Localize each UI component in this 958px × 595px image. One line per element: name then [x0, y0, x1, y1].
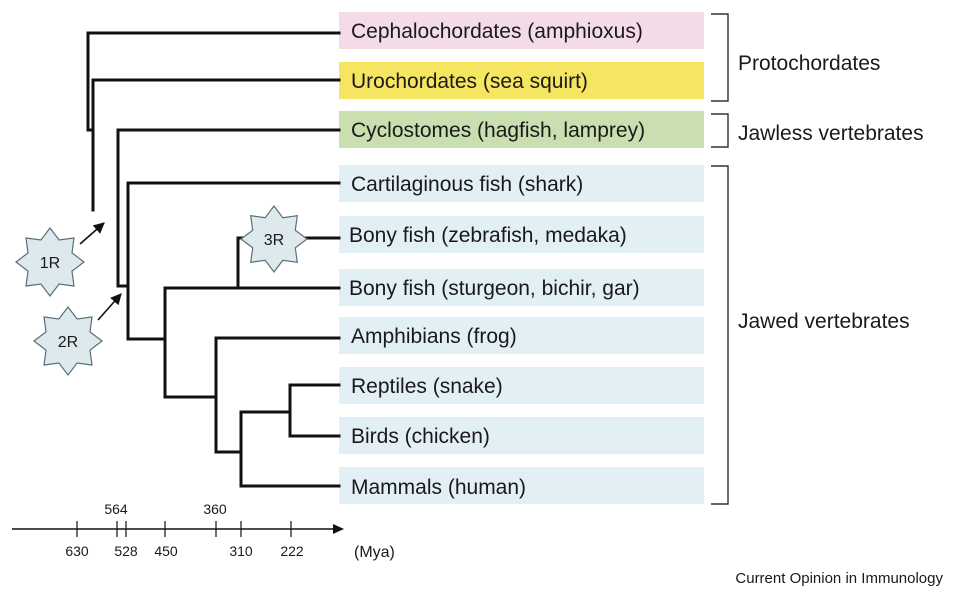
taxon-box	[339, 417, 704, 454]
branch-reptiles	[288, 383, 341, 438]
branch-urochordates	[91, 78, 341, 132]
taxon-box	[339, 317, 704, 354]
taxon-label: Cephalochordates (amphioxus)	[351, 20, 643, 43]
timeline-ticks	[76, 521, 292, 537]
taxon-label: Reptiles (snake)	[351, 375, 503, 398]
taxon-box	[339, 12, 704, 49]
tick-label: 528	[114, 543, 138, 559]
duplication-markers: 1R 2R 3R	[15, 205, 308, 376]
taxon-bony-fish-basal: Bony fish (sturgeon, bichir, gar)	[339, 269, 704, 306]
taxon-box	[339, 165, 704, 202]
taxon-box	[339, 367, 704, 404]
taxon-label: Bony fish (sturgeon, bichir, gar)	[349, 277, 640, 300]
duplication-2r: 2R	[33, 293, 122, 376]
timeline-unit-label: (Mya)	[354, 544, 395, 561]
octagram-badge-2r	[33, 306, 103, 376]
tick-label: 360	[203, 501, 227, 517]
tick-label: 630	[65, 543, 89, 559]
tick-label: 310	[229, 543, 253, 559]
group-label-jawless-vertebrates: Jawless vertebrates	[738, 122, 924, 145]
duplication-1r: 1R	[15, 222, 105, 297]
arrow-1r	[79, 222, 105, 245]
tick-label: 450	[154, 543, 178, 559]
octagram-badge-3r	[240, 205, 308, 273]
taxon-box	[339, 467, 704, 504]
taxon-label: Bony fish (zebrafish, medaka)	[349, 224, 627, 247]
taxon-box	[339, 62, 704, 99]
taxon-label: Birds (chicken)	[351, 425, 490, 448]
taxon-birds: Birds (chicken)	[339, 417, 704, 454]
group-label-protochordates: Protochordates	[738, 52, 880, 75]
timeline-arrowhead	[333, 524, 344, 534]
taxon-label: Urochordates (sea squirt)	[351, 70, 588, 93]
taxon-label: Cartilaginous fish (shark)	[351, 173, 583, 196]
taxon-box	[339, 111, 704, 148]
bracket-protochordates	[711, 13, 729, 102]
taxon-cartilaginous-fish: Cartilaginous fish (shark)	[339, 165, 704, 202]
phylogenetic-tree	[86, 31, 341, 488]
taxon-mammals: Mammals (human)	[339, 467, 704, 504]
branch-cyclostomes	[116, 128, 341, 288]
taxon-cephalochordates: Cephalochordates (amphioxus)	[339, 12, 704, 49]
taxon-label: Amphibians (frog)	[351, 325, 517, 348]
arrow-2r	[97, 293, 122, 321]
taxon-label: Mammals (human)	[351, 476, 526, 499]
duplication-3r: 3R	[240, 205, 308, 273]
duplication-label-1r: 1R	[40, 255, 60, 272]
taxon-label: Cyclostomes (hagfish, lamprey)	[351, 119, 645, 142]
taxon-amphibians: Amphibians (frog)	[339, 317, 704, 354]
taxon-box	[339, 216, 704, 253]
duplication-label-3r: 3R	[264, 232, 284, 249]
journal-credit: Current Opinion in Immunology	[735, 570, 943, 587]
branch-amphibians	[214, 336, 341, 454]
branch-sauropsid-stem	[239, 410, 292, 488]
branch-cartilaginous-fish	[126, 181, 341, 341]
bracket-jawed-vertebrates	[711, 165, 729, 505]
taxon-urochordates: Urochordates (sea squirt)	[339, 62, 704, 99]
branch-actinopterygii	[163, 286, 341, 399]
octagram-badge-1r	[15, 227, 85, 297]
taxon-bony-fish-teleost: Bony fish (zebrafish, medaka)	[339, 216, 704, 253]
branch-olfactores-root	[86, 128, 95, 212]
taxon-list: Cephalochordates (amphioxus) Urochordate…	[339, 12, 704, 504]
tick-label: 564	[104, 501, 128, 517]
timeline-axis: 630 528 450 310 222 564 360 (Mya)	[12, 501, 395, 561]
branch-cephalochordates	[86, 31, 341, 132]
taxon-box	[339, 269, 704, 306]
tick-label: 222	[280, 543, 304, 559]
group-label-jawed-vertebrates: Jawed vertebrates	[738, 310, 910, 333]
taxon-reptiles: Reptiles (snake)	[339, 367, 704, 404]
bracket-jawless-vertebrates	[711, 113, 729, 148]
taxon-cyclostomes: Cyclostomes (hagfish, lamprey)	[339, 111, 704, 148]
group-brackets	[711, 13, 729, 505]
duplication-label-2r: 2R	[58, 334, 78, 351]
